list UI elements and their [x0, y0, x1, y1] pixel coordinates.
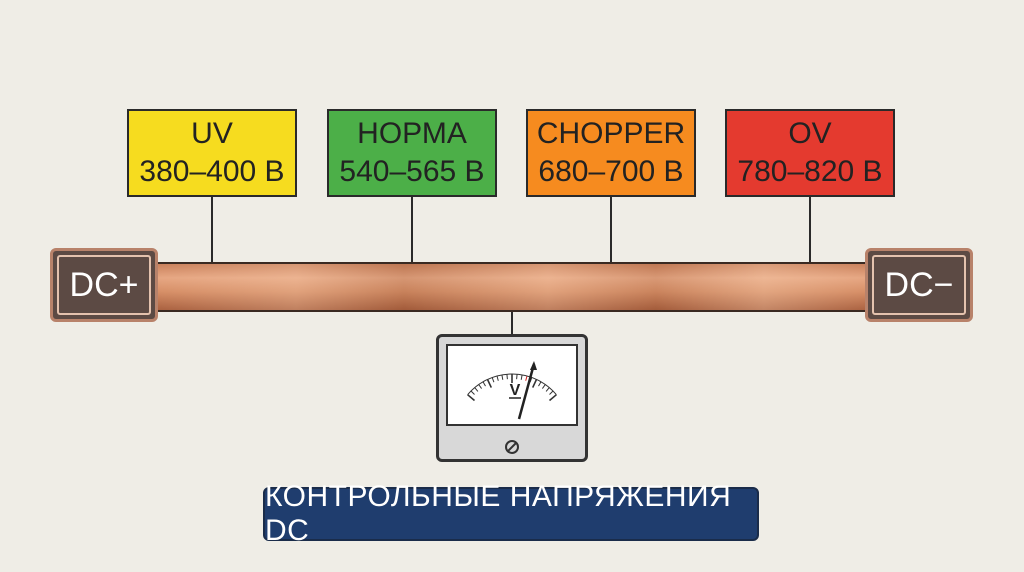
meter-tick — [496, 375, 499, 381]
meter-tick — [491, 377, 495, 383]
terminal-label: DC− — [872, 255, 966, 315]
page-title: КОНТРОЛЬНЫЕ НАПРЯЖЕНИЯ DC — [263, 480, 759, 547]
threshold-box-normal: НОРМА 540–565 В — [327, 109, 497, 197]
meter-lead — [511, 312, 513, 336]
threshold-range: 680–700 В — [538, 155, 684, 188]
meter-tick — [541, 384, 546, 389]
meter-tick — [538, 381, 542, 387]
threshold-name: UV — [191, 117, 233, 150]
terminal-label: DC+ — [57, 255, 151, 315]
threshold-box-uv: UV 380–400 В — [127, 109, 297, 197]
meter-tick — [545, 387, 550, 392]
threshold-name: НОРМА — [357, 117, 467, 150]
meter-unit-label: V — [510, 382, 521, 399]
connector-line — [610, 197, 612, 263]
connector-line — [809, 197, 811, 263]
voltmeter: V — [436, 334, 588, 462]
dc-busbar — [150, 262, 874, 312]
threshold-range: 380–400 В — [139, 155, 285, 188]
meter-tick — [467, 394, 476, 402]
terminal-dc-plus: DC+ — [50, 248, 158, 322]
meter-tick — [474, 387, 479, 392]
meter-arc — [467, 373, 557, 396]
meter-tick — [501, 374, 504, 380]
meter-tick — [470, 390, 475, 395]
meter-tick — [548, 394, 557, 402]
meter-tick — [486, 379, 493, 388]
meter-needle — [517, 363, 536, 420]
threshold-name: CHOPPER — [536, 117, 686, 150]
threshold-name: OV — [788, 117, 832, 150]
meter-tick — [549, 390, 554, 395]
connector-line — [211, 197, 213, 263]
meter-tick — [478, 384, 483, 389]
connector-line — [411, 197, 413, 263]
meter-tick — [525, 375, 528, 381]
meter-tick — [482, 381, 486, 387]
zero-adjust-screw-icon — [505, 440, 519, 454]
threshold-range: 780–820 В — [737, 155, 883, 188]
threshold-box-ov: OV 780–820 В — [725, 109, 895, 197]
meter-tick — [506, 374, 508, 380]
meter-tick — [531, 379, 538, 388]
meter-tick — [520, 374, 523, 380]
meter-scale — [467, 373, 557, 402]
threshold-range: 540–565 В — [339, 155, 485, 188]
threshold-box-chopper: CHOPPER 680–700 В — [526, 109, 696, 197]
terminal-dc-minus: DC− — [865, 248, 973, 322]
meter-tick — [516, 374, 518, 380]
